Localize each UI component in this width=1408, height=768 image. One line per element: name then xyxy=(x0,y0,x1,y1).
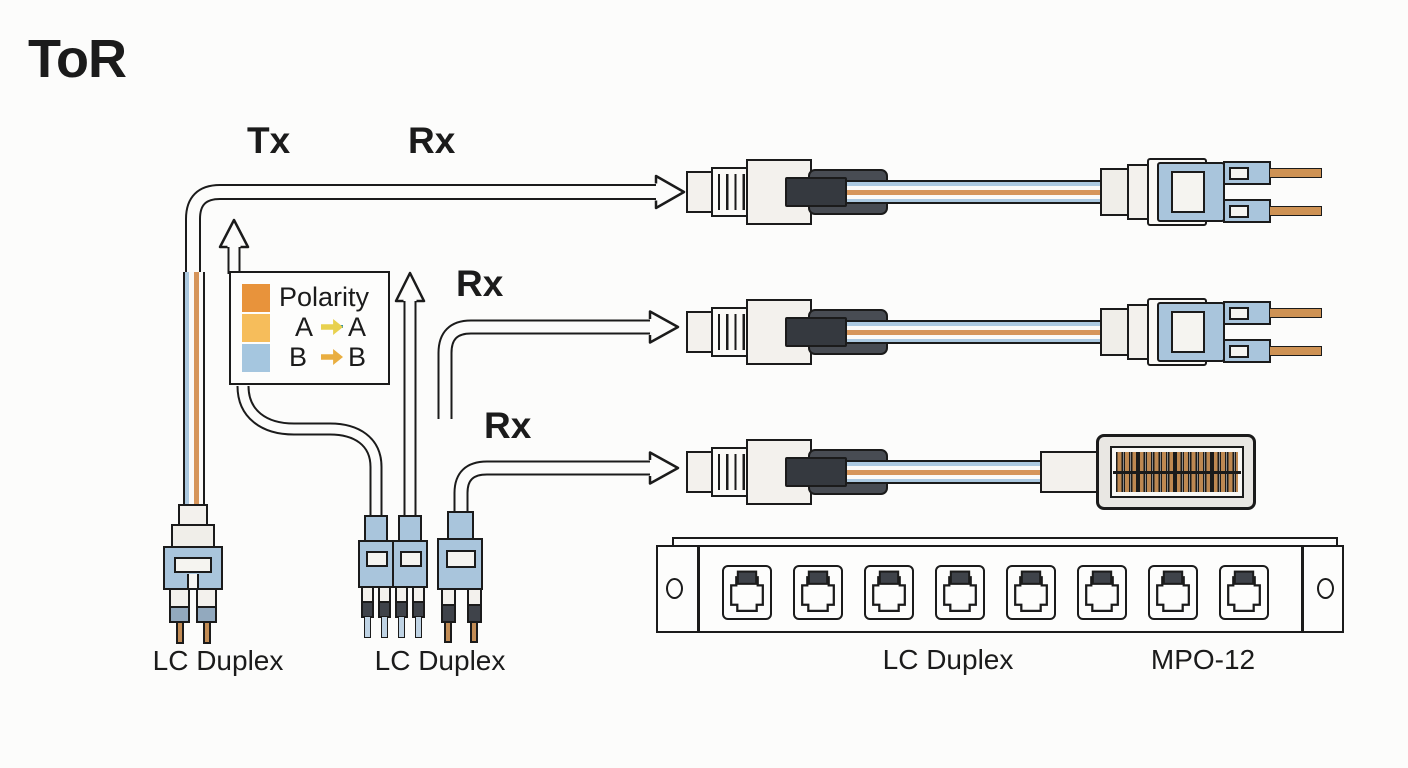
grip-ribs xyxy=(718,174,745,210)
polarity-b-swatch-icon xyxy=(242,344,270,372)
legend-a-from: A xyxy=(295,312,314,342)
lc-connector xyxy=(1223,339,1271,363)
plug-body xyxy=(163,546,223,590)
grip-ribs xyxy=(718,454,745,490)
panel-screw-hole xyxy=(666,578,683,599)
plug-grip xyxy=(711,307,748,357)
breakout-boot xyxy=(1100,168,1130,216)
grip-ribs xyxy=(718,314,745,350)
rx-label-row2: Rx xyxy=(456,263,504,304)
plug-latch xyxy=(174,557,212,573)
panel-port xyxy=(1006,565,1056,620)
panel-port xyxy=(1148,565,1198,620)
ferrule-tip xyxy=(364,616,371,638)
plug-boot xyxy=(447,511,474,540)
patch-cord xyxy=(1269,308,1322,318)
plug-latch xyxy=(366,551,388,567)
panel-port xyxy=(1219,565,1269,620)
panel-port xyxy=(1077,565,1127,620)
duplex-clip-window xyxy=(1171,311,1205,353)
lc-connector xyxy=(1223,199,1271,223)
label-panel-mpo-12: MPO-12 xyxy=(1150,644,1256,675)
duplex-clip-window xyxy=(1171,171,1205,213)
lc-connector xyxy=(1223,161,1271,185)
duplex-fiber-ribbon-vertical xyxy=(183,272,205,506)
plug-body xyxy=(746,159,812,225)
mpo-boot xyxy=(1040,451,1100,493)
panel-port xyxy=(864,565,914,620)
panel-ports xyxy=(722,565,1270,620)
panel-port xyxy=(793,565,843,620)
ferrule-tip xyxy=(203,621,211,644)
polarity-legend: Polarity A A B B xyxy=(229,271,390,385)
patch-cord xyxy=(1269,346,1322,356)
lc-connector xyxy=(1223,301,1271,325)
a-to-a-arrow-icon xyxy=(321,319,343,335)
legend-b-from: B xyxy=(289,342,308,372)
polarity-a-swatch-icon xyxy=(242,314,270,342)
ferrule-housing xyxy=(196,588,217,608)
rx-label-row1: Rx xyxy=(408,120,456,161)
plug-split xyxy=(187,574,199,588)
plug-tip xyxy=(686,451,713,493)
patch-cord xyxy=(1269,168,1322,178)
plug-body xyxy=(358,540,394,588)
mpo-fiber-axis xyxy=(1113,471,1241,474)
cable-assembly-row2 xyxy=(0,292,1408,372)
cable-clamp xyxy=(785,457,847,487)
ferrule-housing xyxy=(169,588,190,608)
cable-clamp xyxy=(785,177,847,207)
lc-latch xyxy=(1229,307,1249,320)
tx-label: Tx xyxy=(247,120,291,161)
plug-boot xyxy=(171,524,215,548)
plug-latch xyxy=(446,550,476,568)
panel-ear-divider xyxy=(1301,547,1304,631)
plug-boot xyxy=(364,515,388,542)
cable-assembly-row3 xyxy=(0,432,1408,512)
fiber-ribbon xyxy=(842,320,1104,344)
panel-port xyxy=(935,565,985,620)
ferrule-tip xyxy=(415,616,422,638)
plug-boot xyxy=(398,515,422,542)
cable-clamp xyxy=(785,317,847,347)
ferrule-tip xyxy=(398,616,405,638)
plug-latch xyxy=(400,551,422,567)
label-panel-lc-duplex: LC Duplex xyxy=(882,644,1014,675)
cable-assembly-row1 xyxy=(0,152,1408,232)
legend-a-to: A xyxy=(348,312,367,342)
ferrule-tip xyxy=(444,621,452,643)
ferrule-tip xyxy=(470,621,478,643)
plug-body xyxy=(437,538,483,590)
plug-body xyxy=(392,540,428,588)
b-to-b-arrow-icon xyxy=(321,349,343,365)
lc-latch xyxy=(1229,167,1249,180)
polarity-swatch-icon xyxy=(242,284,270,312)
label-lc-duplex-left: LC Duplex xyxy=(152,645,284,676)
lc-latch xyxy=(1229,205,1249,218)
panel-port xyxy=(722,565,772,620)
rx-label-row3: Rx xyxy=(484,405,532,446)
plug-tip xyxy=(686,311,713,353)
ferrule-tip xyxy=(176,621,184,644)
breakout-boot xyxy=(1100,308,1130,356)
patch-cord xyxy=(1269,206,1322,216)
lc-latch xyxy=(1229,345,1249,358)
plug-tip xyxy=(686,171,713,213)
panel-screw-hole xyxy=(1317,578,1334,599)
label-lc-duplex-middle: LC Duplex xyxy=(374,645,506,676)
panel-ear-divider xyxy=(697,547,700,631)
legend-b-to: B xyxy=(348,342,367,372)
page-title: ToR xyxy=(28,29,127,89)
plug-grip xyxy=(711,447,748,497)
plug-grip xyxy=(711,167,748,217)
fiber-ribbon xyxy=(842,180,1104,204)
legend-title: Polarity xyxy=(279,282,370,312)
fiber-ribbon xyxy=(842,460,1044,484)
ferrule-tip xyxy=(381,616,388,638)
